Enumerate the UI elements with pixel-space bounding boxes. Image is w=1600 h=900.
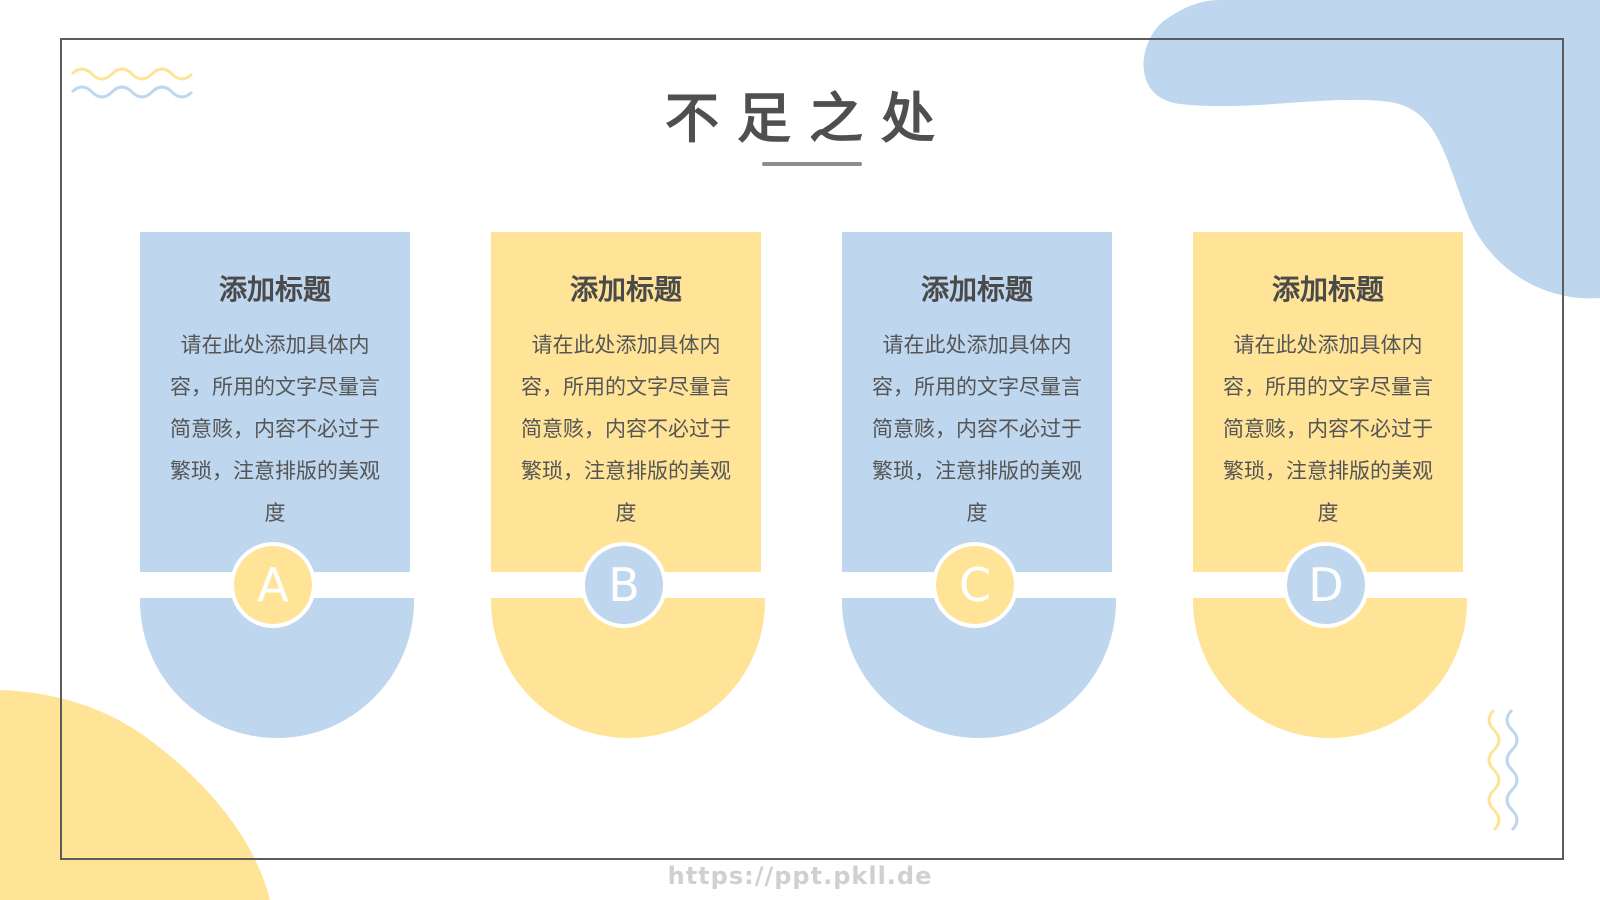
card-heading: 添加标题 — [1271, 273, 1384, 306]
card-panel: 添加标题 请在此处添加具体内容，所用的文字尽量言简意赅，内容不必过于繁琐，注意排… — [842, 232, 1112, 572]
yellow-blob-decoration — [0, 690, 270, 900]
title-underline — [762, 162, 862, 166]
card-d: 添加标题 请在此处添加具体内容，所用的文字尽量言简意赅，内容不必过于繁琐，注意排… — [1193, 232, 1467, 738]
card-body-text: 请在此处添加具体内容，所用的文字尽量言简意赅，内容不必过于繁琐，注意排版的美观度 — [872, 333, 1082, 525]
card-c: 添加标题 请在此处添加具体内容，所用的文字尽量言简意赅，内容不必过于繁琐，注意排… — [842, 232, 1116, 738]
card-letter-badge: D — [1283, 542, 1369, 628]
card-heading: 添加标题 — [218, 273, 331, 306]
wave-lines-decoration — [70, 67, 194, 99]
card-heading: 添加标题 — [569, 273, 682, 306]
card-body-text: 请在此处添加具体内容，所用的文字尽量言简意赅，内容不必过于繁琐，注意排版的美观度 — [521, 333, 731, 525]
card-panel: 添加标题 请在此处添加具体内容，所用的文字尽量言简意赅，内容不必过于繁琐，注意排… — [140, 232, 410, 572]
card-b: 添加标题 请在此处添加具体内容，所用的文字尽量言简意赅，内容不必过于繁琐，注意排… — [491, 232, 765, 738]
watermark-url: https://ppt.pkll.de — [667, 862, 933, 890]
card-letter-badge: A — [230, 542, 316, 628]
card-panel: 添加标题 请在此处添加具体内容，所用的文字尽量言简意赅，内容不必过于繁琐，注意排… — [491, 232, 761, 572]
card-body-text: 请在此处添加具体内容，所用的文字尽量言简意赅，内容不必过于繁琐，注意排版的美观度 — [170, 333, 380, 525]
card-a: 添加标题 请在此处添加具体内容，所用的文字尽量言简意赅，内容不必过于繁琐，注意排… — [140, 232, 414, 738]
wave-lines-decoration — [1487, 708, 1519, 832]
card-panel: 添加标题 请在此处添加具体内容，所用的文字尽量言简意赅，内容不必过于繁琐，注意排… — [1193, 232, 1463, 572]
blue-blob-decoration — [1143, 0, 1600, 299]
card-letter-badge: B — [581, 542, 667, 628]
card-letter-badge: C — [932, 542, 1018, 628]
card-body-text: 请在此处添加具体内容，所用的文字尽量言简意赅，内容不必过于繁琐，注意排版的美观度 — [1223, 333, 1433, 525]
card-heading: 添加标题 — [920, 273, 1033, 306]
content-frame — [60, 38, 1564, 860]
page-title: 不足之处 — [665, 87, 953, 150]
